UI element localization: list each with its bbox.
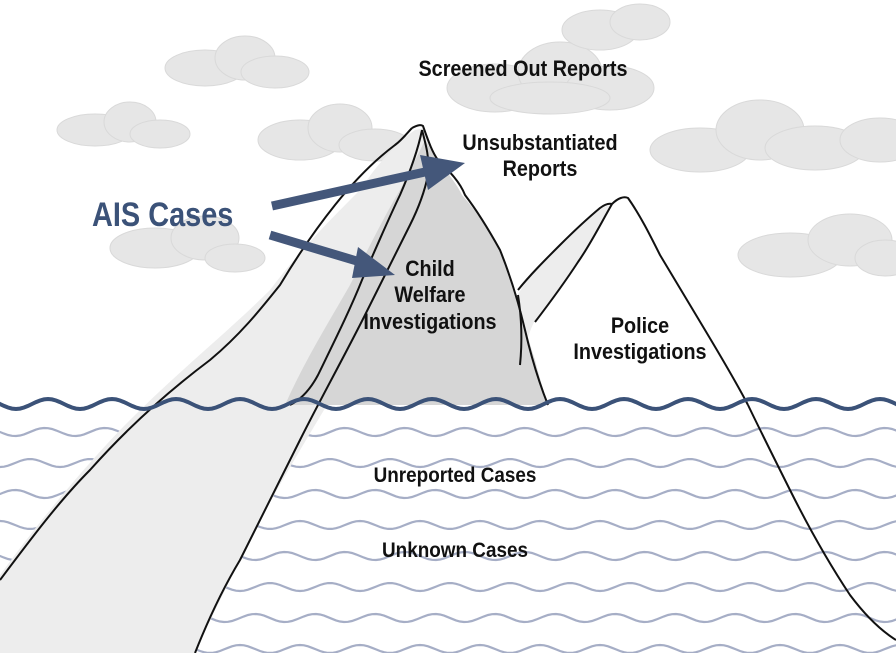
ais-cases-label: AIS Cases bbox=[92, 196, 234, 234]
cloud-2 bbox=[56, 101, 191, 149]
clouds bbox=[56, 3, 896, 278]
iceberg-outlines bbox=[0, 124, 896, 653]
police-label: Police Investigations bbox=[564, 313, 717, 366]
saddle-shape bbox=[515, 205, 610, 360]
central-peak-shape bbox=[285, 140, 548, 405]
arrow-to-child-welfare bbox=[268, 230, 395, 278]
child-welfare-line-3: Investigations bbox=[363, 308, 497, 334]
police-line-2: Investigations bbox=[573, 339, 707, 365]
cloud-7 bbox=[737, 213, 896, 278]
unsubstantiated-label: Unsubstantiated Reports bbox=[441, 130, 639, 183]
cloud-4 bbox=[446, 41, 655, 115]
unsubstantiated-line-2: Reports bbox=[502, 156, 578, 182]
cloud-3 bbox=[257, 103, 412, 162]
unreported-label: Unreported Cases bbox=[373, 464, 537, 487]
screened-out-label: Screened Out Reports bbox=[418, 56, 628, 81]
cloud-8 bbox=[109, 215, 266, 273]
outer-iceberg-shape bbox=[0, 128, 442, 653]
arrow-to-unsubstantiated bbox=[271, 155, 465, 211]
child-welfare-line-2: Welfare bbox=[394, 282, 466, 308]
unknown-label: Unknown Cases bbox=[382, 539, 528, 562]
unsubstantiated-line-1: Unsubstantiated bbox=[462, 130, 618, 155]
cloud-1 bbox=[164, 35, 310, 89]
child-welfare-label: Child Welfare Investigations bbox=[354, 256, 507, 335]
child-welfare-line-1: Child bbox=[405, 256, 455, 281]
police-line-1: Police bbox=[610, 313, 670, 338]
waterline bbox=[0, 396, 896, 412]
ais-arrows bbox=[268, 155, 465, 278]
cloud-5 bbox=[561, 3, 671, 51]
cloud-6 bbox=[649, 99, 896, 173]
